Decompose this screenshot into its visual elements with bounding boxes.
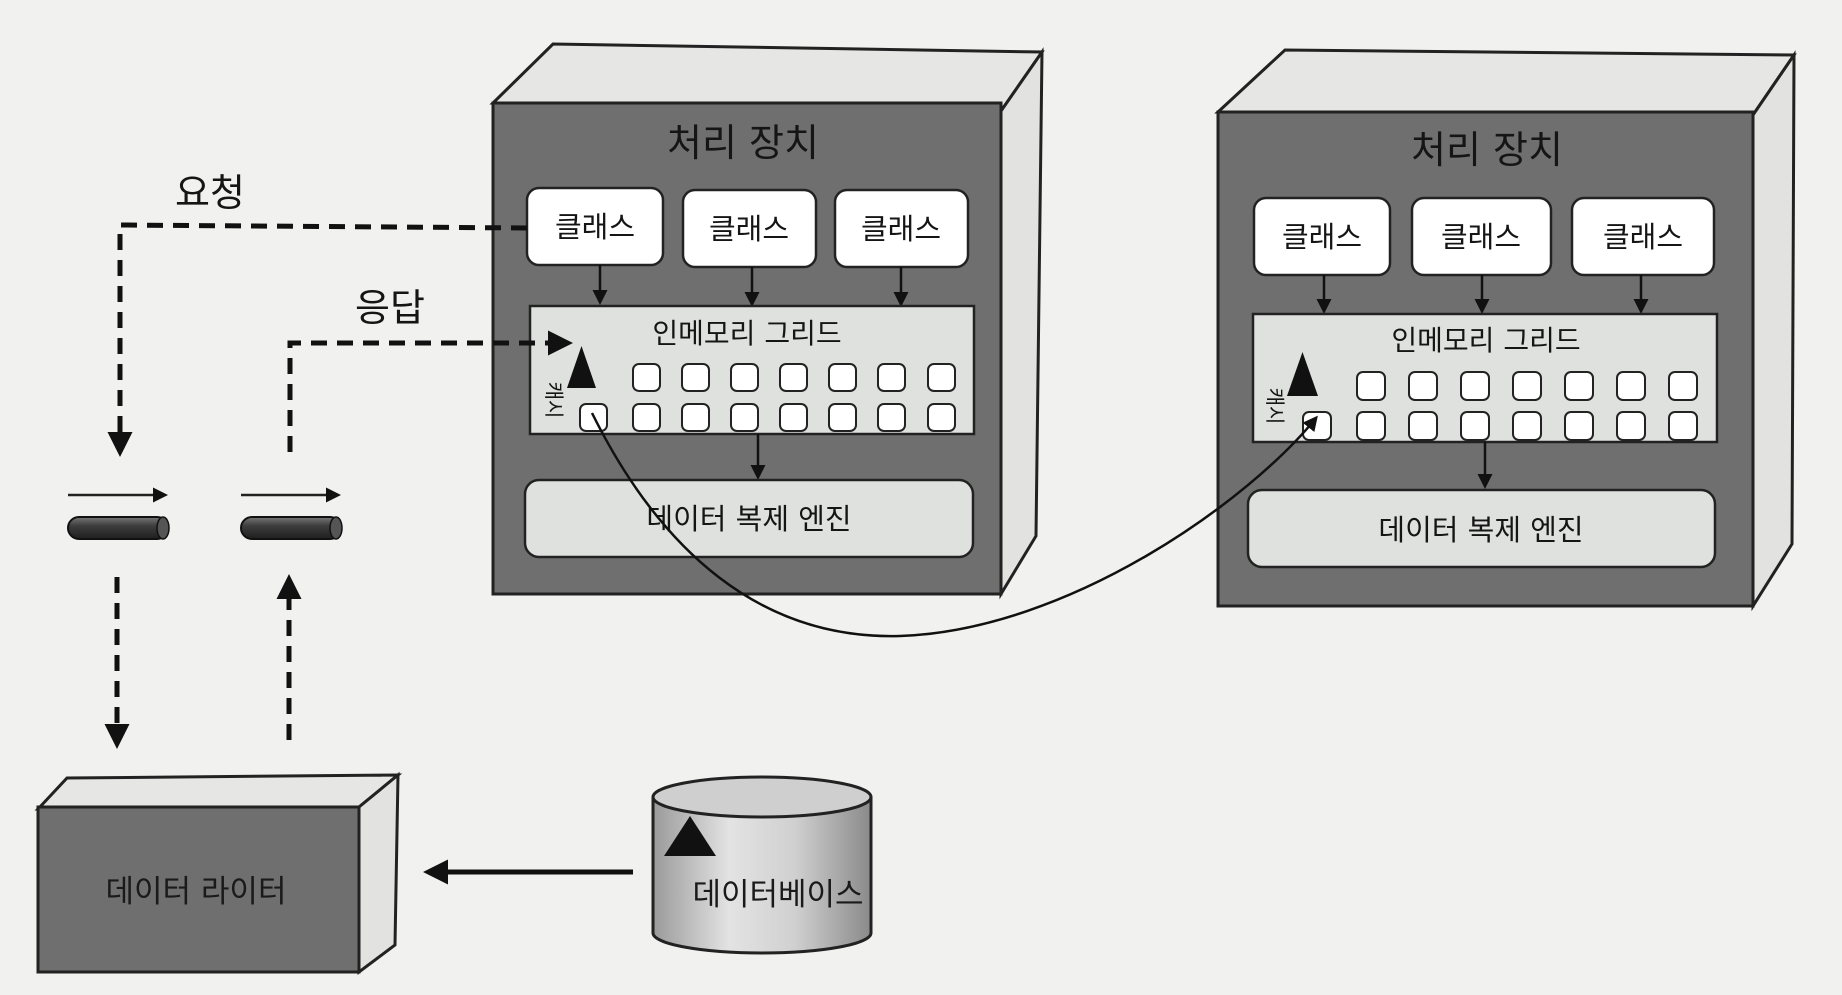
unit-1-engine-label: 데이터 복제 엔진 [646,502,851,536]
unit-2-class-label-1: 클래스 [1282,220,1362,254]
unit-1-top-face [489,42,1045,113]
cache-cell [632,403,661,432]
unit-2-class-box-3 [1570,196,1716,277]
unit-1-title: 처리 장치 [667,121,819,165]
database-triangle [664,816,716,856]
cache-cell [681,403,710,432]
unit-1-class-label-2: 클래스 [709,212,789,246]
database-top [651,775,873,819]
unit-1-grid-label: 인메모리 그리드 [652,317,841,350]
cache-cell [1668,411,1698,441]
cache-cell [1564,411,1594,441]
cache-cell [1616,411,1646,441]
data-writer-top-face [34,773,403,811]
unit-1-replication-engine [523,478,975,559]
unit-2-replication-engine [1246,488,1717,569]
replication-curve [590,412,1318,638]
database-label: 데이터베이스 [692,877,863,913]
data-writer-side-face [357,771,400,975]
cache-cell [828,403,857,432]
unit-2-class-label-2: 클래스 [1441,220,1521,254]
unit-2-cache-triangle [1287,352,1318,396]
cache-cell [1408,371,1438,401]
response-flow [276,330,573,740]
request-pipe [67,487,170,540]
unit-2-cache-label: 캐시 [1263,388,1287,425]
unit-2-grid-label: 인메모리 그리드 [1391,324,1580,357]
unit-2-title: 처리 장치 [1411,128,1563,172]
cache-cell [1356,411,1386,441]
cache-cell [877,363,906,392]
processing-unit-2: 처리 장치 클래스 클래스 클래스 인메모리 그리드 캐시 데이터 복제 엔진 [1214,48,1797,612]
cache-cell [927,403,956,432]
cache-cell [632,363,661,392]
cache-cell [1408,411,1438,441]
unit-1-cache-label: 캐시 [542,382,566,419]
cache-cell [681,363,710,392]
unit-1-class-label-3: 클래스 [861,212,941,246]
cache-cell [779,363,808,392]
data-writer-label: 데이터 라이터 [106,874,287,910]
database: 데이터베이스 [651,775,873,955]
unit-2-cache-cells [1302,371,1698,441]
cache-cell [1616,371,1646,401]
unit-2-class-label-3: 클래스 [1603,220,1683,254]
cache-cell [1460,411,1490,441]
cache-cell [1512,371,1542,401]
data-writer: 데이터 라이터 [34,771,403,975]
unit-1-class-box-2 [681,188,818,269]
request-label: 요청 [175,171,245,215]
cache-cell [927,363,956,392]
request-flow [104,222,528,749]
processing-unit-1: 처리 장치 클래스 클래스 클래스 인메모리 그리드 캐시 데이터 복제 엔진 [489,42,1045,600]
cache-cell [779,403,808,432]
unit-2-engine-label: 데이터 복제 엔진 [1378,513,1583,547]
unit-2-side-face [1751,50,1796,612]
cache-cell [877,403,906,432]
unit-1-side-face [999,47,1044,600]
cache-cell [730,403,759,432]
unit-1-cache-triangle [567,346,596,388]
data-writer-front-face [36,805,361,974]
unit-1-cache-cells [579,363,956,432]
cache-cell [1356,371,1386,401]
cache-cell [730,363,759,392]
unit-1-class-label-1: 클래스 [555,210,635,244]
unit-2-top-face [1214,48,1797,117]
cache-cell [1564,371,1594,401]
cache-cell [1512,411,1542,441]
response-pipe [240,487,343,540]
response-label: 응답 [355,286,425,330]
cache-cell [1460,371,1490,401]
cache-cell [828,363,857,392]
cache-cell [1302,411,1332,441]
unit-2-class-box-1 [1252,196,1392,277]
cache-cell [1668,371,1698,401]
